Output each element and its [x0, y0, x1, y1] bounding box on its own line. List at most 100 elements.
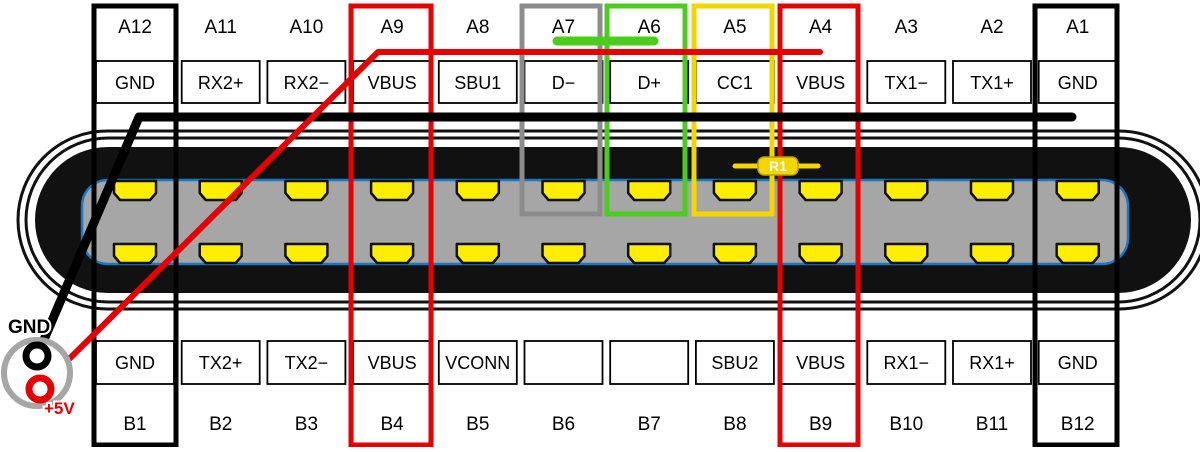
- gnd-wire: [32, 112, 1077, 361]
- top-signal-box: [1037, 60, 1118, 104]
- top-signal-label: VBUS: [368, 73, 417, 93]
- top-signal-box: [437, 60, 518, 104]
- vplus-terminal-label: +5V: [44, 399, 75, 418]
- contact-bottom: [198, 242, 243, 265]
- bottom-signal-label: VBUS: [368, 353, 417, 373]
- bottom-pin-label: B10: [889, 414, 923, 435]
- contact-top: [369, 179, 415, 202]
- bottom-signal-box: [180, 340, 261, 385]
- top-signal-label: D−: [552, 73, 576, 93]
- top-pin-label: A11: [204, 17, 236, 38]
- bottom-pin-label: B4: [380, 414, 404, 435]
- top-pin-label: A12: [118, 17, 152, 38]
- dplus-highlight: [604, 3, 688, 217]
- bottom-signal-label: SBU2: [711, 353, 758, 373]
- resistor-label: R1: [769, 158, 787, 174]
- contact-top: [626, 179, 672, 202]
- top-signal-label: CC1: [717, 73, 753, 93]
- contact-bottom: [455, 242, 501, 265]
- bottom-pin-label: B7: [638, 414, 661, 435]
- contact-top: [798, 179, 843, 202]
- contact-top: [284, 179, 329, 202]
- vbus-highlight-a4-b9: [777, 3, 861, 448]
- top-signal-label: GND: [115, 73, 155, 93]
- bottom-signal-label: GND: [1058, 353, 1098, 373]
- bottom-pin-label: B9: [809, 414, 832, 435]
- bottom-signal-label: RX1−: [884, 353, 930, 373]
- bottom-signal-box: [866, 340, 947, 385]
- top-pin-label: A2: [980, 17, 1003, 38]
- contact-top: [1055, 179, 1100, 202]
- bottom-signal-label: RX1+: [969, 353, 1015, 373]
- top-signal-box: [866, 60, 947, 104]
- top-pin-label: A4: [809, 17, 833, 38]
- top-signal-label: RX2−: [284, 73, 330, 93]
- bottom-signal-box: [523, 340, 604, 385]
- contact-top: [969, 179, 1015, 202]
- contacts-bottom-row: [112, 242, 1100, 265]
- contact-top: [541, 179, 586, 202]
- bottom-signal-box: [609, 340, 690, 385]
- top-pin-label: A3: [895, 17, 918, 38]
- top-pin-label: A8: [466, 17, 489, 38]
- top-pin-label: A5: [723, 17, 746, 38]
- gnd-terminal-label: GND: [8, 317, 50, 338]
- bottom-signal-box: [266, 340, 347, 385]
- contacts-top-row: [112, 179, 1100, 202]
- dminus-highlight: [519, 3, 603, 217]
- contact-top: [455, 179, 501, 202]
- bottom-signal-box: [437, 340, 518, 385]
- contact-bottom: [712, 242, 758, 265]
- contact-bottom: [798, 242, 843, 265]
- vplus-terminal: [25, 374, 55, 404]
- contact-top: [112, 179, 158, 202]
- bottom-signal-box: [695, 340, 775, 385]
- bottom-signal-label: GND: [115, 353, 155, 373]
- gnd-terminal: [22, 341, 52, 371]
- contact-bottom: [284, 242, 329, 265]
- top-signal-label: VBUS: [796, 73, 845, 93]
- contact-top: [712, 179, 758, 202]
- top-pin-label: A9: [380, 17, 403, 38]
- top-signal-label: D+: [637, 73, 661, 93]
- bottom-signal-box: [952, 340, 1032, 385]
- bottom-signal-box: [95, 340, 175, 385]
- bottom-pin-label: B2: [209, 414, 232, 435]
- contact-bottom: [884, 242, 929, 265]
- bottom-pin-label: B6: [552, 414, 575, 435]
- top-signal-box: [352, 60, 433, 104]
- bottom-pin-label: B8: [723, 414, 746, 435]
- top-signal-label: RX2+: [198, 73, 244, 93]
- top-signal-label: SBU1: [454, 73, 501, 93]
- contact-bottom: [112, 242, 158, 265]
- contact-bottom: [369, 242, 415, 265]
- top-signal-box: [609, 60, 690, 104]
- top-signal-box: [695, 60, 775, 104]
- top-pin-label: A10: [289, 17, 323, 38]
- vbus-wire: [37, 49, 823, 391]
- contact-bottom: [1055, 242, 1100, 265]
- resistor-r1: R1: [732, 156, 821, 176]
- top-signal-box: [780, 60, 861, 104]
- top-pin-label: A6: [638, 17, 661, 38]
- contact-top: [884, 179, 929, 202]
- top-signal-box: [180, 60, 261, 104]
- bottom-pin-label: B1: [123, 414, 146, 435]
- bottom-pin-label: B12: [1061, 414, 1095, 435]
- top-pin-label: A7: [552, 17, 575, 38]
- bottom-pin-label: B11: [976, 414, 1008, 435]
- top-signal-box: [952, 60, 1032, 104]
- bottom-signal-label: TX2+: [199, 353, 243, 373]
- contact-bottom: [969, 242, 1015, 265]
- top-signal-label: TX1+: [970, 73, 1014, 93]
- bottom-signal-label: VBUS: [796, 353, 845, 373]
- gnd-highlight-a1-b12: [1032, 3, 1120, 448]
- bottom-pin-label: B5: [466, 414, 489, 435]
- contact-bottom: [541, 242, 586, 265]
- vbus-highlight-a9-b4: [348, 3, 434, 448]
